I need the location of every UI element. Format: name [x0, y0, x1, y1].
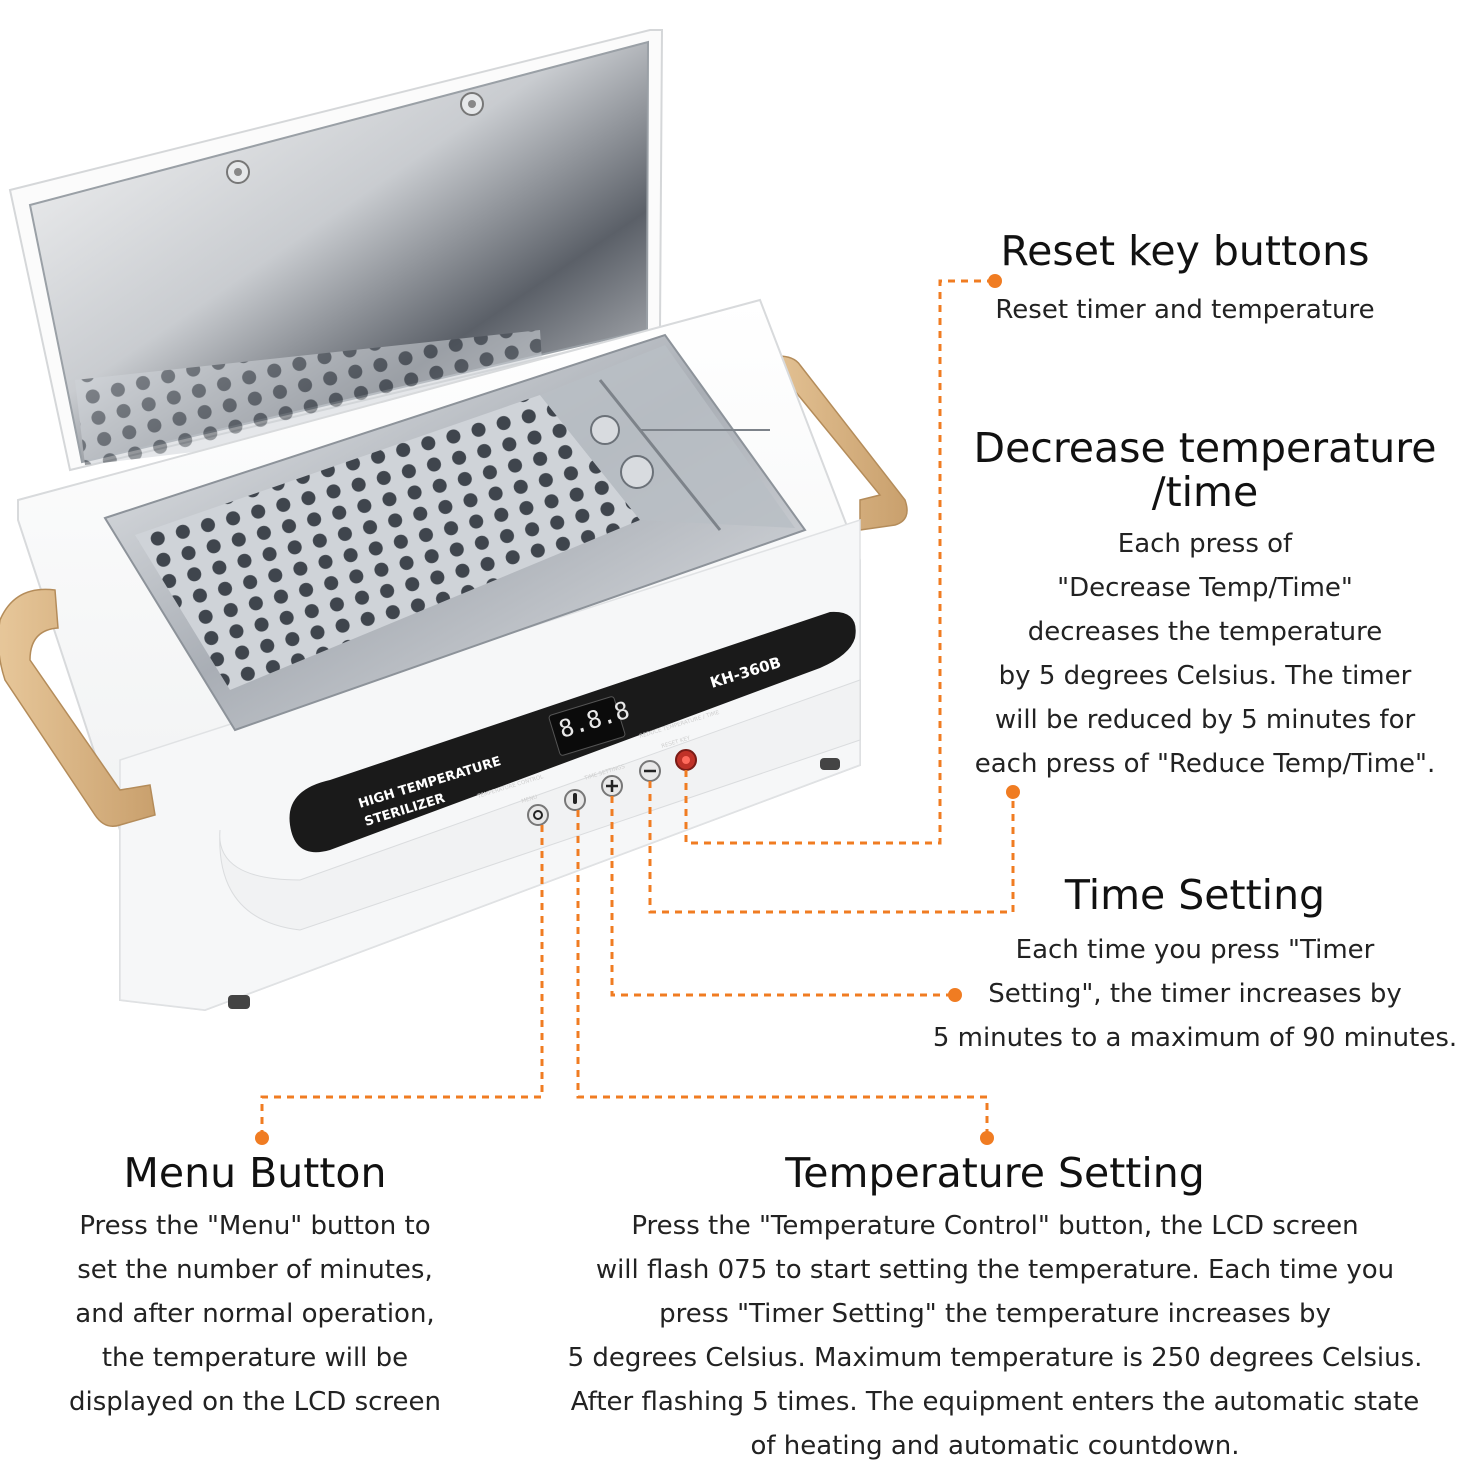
time-annotation: Time Setting Each time you press "Timer … — [920, 872, 1470, 1060]
decrease-annotation: Decrease temperature /time Each press of… — [950, 426, 1460, 786]
decrease-description-line: "Decrease Temp/Time" — [1057, 573, 1353, 603]
callout-lines — [260, 279, 1015, 1138]
decrease-title-line: Decrease temperature — [973, 424, 1437, 472]
menu-description-line: set the number of minutes, — [77, 1255, 433, 1285]
thermometer-icon — [573, 793, 577, 804]
reset-callout-dot — [988, 274, 1002, 288]
decrease-description-line: by 5 degrees Celsius. The timer — [998, 661, 1412, 691]
temperature-description-line: will flash 075 to start setting the temp… — [595, 1255, 1395, 1285]
menu-callout-line — [260, 825, 544, 1138]
gear-icon — [533, 810, 543, 820]
decrease-description-line: Each press of — [1117, 529, 1293, 559]
temperature-description-line: of heating and automatic countdown. — [750, 1431, 1240, 1461]
temperature-description-line: press "Timer Setting" the temperature in… — [659, 1299, 1331, 1329]
reset-title: Reset key buttons — [1000, 227, 1370, 275]
reset-button[interactable] — [675, 749, 697, 771]
decrease-callout-line — [648, 781, 1015, 914]
menu-title: Menu Button — [123, 1149, 387, 1197]
reset-callout-line — [684, 279, 995, 845]
time-title: Time Setting — [1064, 871, 1326, 919]
menu-description-line: displayed on the LCD screen — [68, 1387, 442, 1417]
temperature-annotation: Temperature Setting Press the "Temperatu… — [520, 1150, 1470, 1468]
time-description-line: Setting", the timer increases by — [988, 979, 1402, 1009]
sterilizer-lid — [8, 29, 664, 472]
time-callout-dot — [948, 988, 962, 1002]
menu-callout-dot — [255, 1131, 269, 1145]
plus-icon — [606, 780, 618, 792]
temperature-control-button[interactable] — [564, 789, 586, 811]
temperature-title: Temperature Setting — [785, 1149, 1205, 1197]
temperature-description-line: 5 degrees Celsius. Maximum temperature i… — [567, 1343, 1423, 1373]
temperature-callout-line — [576, 810, 989, 1138]
reset-description-line: Reset timer and temperature — [995, 295, 1375, 325]
menu-button[interactable] — [527, 804, 549, 826]
menu-description-line: and after normal operation, — [75, 1299, 435, 1329]
time-description-line: Each time you press "Timer — [1015, 935, 1375, 965]
left-handle — [0, 588, 156, 827]
panel-label-menu: MENU — [521, 794, 538, 805]
lcd-display — [548, 696, 626, 756]
menu-description-line: the temperature will be — [101, 1343, 409, 1373]
decrease-description-line: each press of "Reduce Temp/Time". — [974, 749, 1436, 779]
steel-tray — [103, 333, 807, 732]
menu-description-line: Press the "Menu" button to — [79, 1211, 431, 1241]
time-description-line: 5 minutes to a maximum of 90 minutes. — [932, 1023, 1458, 1053]
decrease-description-line: will be reduced by 5 minutes for — [994, 705, 1416, 735]
temperature-callout-dot — [980, 1131, 994, 1145]
temperature-description-line: Press the "Temperature Control" button, … — [631, 1211, 1359, 1241]
temperature-description-line: After flashing 5 times. The equipment en… — [570, 1387, 1420, 1417]
menu-annotation: Menu Button Press the "Menu" button to s… — [40, 1150, 470, 1424]
time-callout-line — [610, 796, 955, 997]
decrease-description-line: decreases the temperature — [1027, 617, 1383, 647]
time-setting-button[interactable] — [601, 775, 623, 797]
callout-dots — [255, 274, 1020, 1145]
decrease-callout-dot — [1006, 785, 1020, 799]
reset-annotation: Reset key buttons Reset timer and temper… — [980, 228, 1390, 332]
decrease-title-line: /time — [1151, 468, 1259, 516]
decrease-button[interactable] — [639, 760, 661, 782]
